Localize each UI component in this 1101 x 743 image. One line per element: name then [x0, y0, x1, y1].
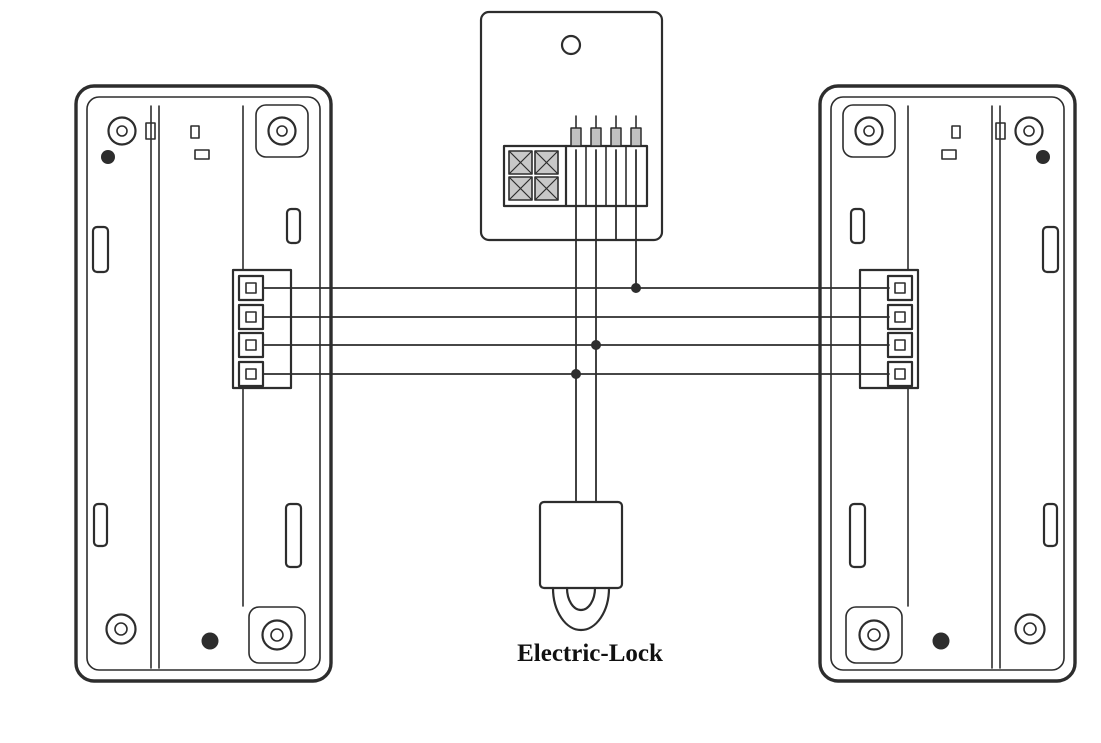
- mounting-hole: [1014, 613, 1046, 645]
- cable-clip: [91, 225, 110, 274]
- terminal-screw: [894, 368, 906, 380]
- terminal: [886, 303, 914, 331]
- mounting-hole: [267, 116, 297, 146]
- lock-shackle-outer: [551, 586, 611, 632]
- small-tab: [951, 125, 961, 139]
- hatch-line: [534, 150, 559, 175]
- junction-box-hole: [560, 34, 582, 56]
- cable-clip: [849, 207, 866, 245]
- terminal-block-frame: [858, 268, 920, 390]
- screw-dot: [1036, 150, 1050, 164]
- cable-clip: [848, 502, 867, 569]
- terminal: [237, 360, 265, 388]
- terminal-block-frame: [231, 268, 293, 390]
- terminal: [237, 331, 265, 359]
- junction-dot: [631, 283, 641, 293]
- wire-screw: [610, 127, 622, 147]
- left-unit-inner-frame: [86, 96, 321, 671]
- mounting-bracket: [842, 104, 896, 158]
- small-tab: [190, 125, 200, 139]
- mounting-hole-center: [116, 125, 128, 137]
- small-tab: [995, 122, 1006, 140]
- mounting-hole: [105, 613, 137, 645]
- wires: [262, 149, 890, 503]
- wire-screw: [570, 127, 582, 147]
- mounting-bracket: [845, 606, 903, 664]
- small-tab: [194, 149, 210, 160]
- electric-lock: Electric-Lock: [517, 500, 663, 667]
- hatch-line: [534, 176, 559, 201]
- mounting-bracket: [255, 104, 309, 158]
- wire-screw: [590, 127, 602, 147]
- mounting-hole-center: [1023, 622, 1037, 636]
- lock-shackle-inner: [565, 586, 597, 612]
- screw-dot: [201, 632, 219, 650]
- mounting-hole: [261, 619, 293, 651]
- mounting-bracket: [248, 606, 306, 664]
- cable-clip: [285, 207, 302, 245]
- cable-clip: [284, 502, 303, 569]
- cable-clip: [92, 502, 109, 548]
- mounting-hole: [858, 619, 890, 651]
- mounting-hole: [107, 116, 137, 146]
- terminal: [886, 360, 914, 388]
- cable-clip: [1041, 225, 1060, 274]
- cable-clip: [1042, 502, 1059, 548]
- terminal: [886, 274, 914, 302]
- mounting-hole: [1014, 116, 1044, 146]
- right-unit-inner-frame: [830, 96, 1065, 671]
- mounting-hole-center: [863, 125, 875, 137]
- small-tab: [145, 122, 156, 140]
- junction-terminal-strip: [502, 115, 649, 208]
- terminal: [237, 274, 265, 302]
- terminal-screw: [245, 368, 257, 380]
- screw-dot: [932, 632, 950, 650]
- small-tab: [941, 149, 957, 160]
- terminal-screw: [245, 311, 257, 323]
- junction-dot: [591, 340, 601, 350]
- junction-dot: [571, 369, 581, 379]
- mounting-hole-center: [270, 628, 284, 642]
- terminal-screw: [894, 311, 906, 323]
- right-unit-outer-frame: [818, 84, 1077, 683]
- lock-body: [538, 500, 624, 590]
- wire-screw: [630, 127, 642, 147]
- mounting-hole-center: [867, 628, 881, 642]
- terminal: [886, 331, 914, 359]
- mounting-hole-center: [1023, 125, 1035, 137]
- mounting-hole-center: [114, 622, 128, 636]
- left-unit-outer-frame: [74, 84, 333, 683]
- terminal-screw: [894, 339, 906, 351]
- hatch-line: [508, 150, 533, 175]
- mounting-hole: [854, 116, 884, 146]
- terminal-screw: [894, 282, 906, 294]
- left-door-station: [74, 84, 333, 683]
- right-door-station: [818, 84, 1077, 683]
- hatch-line: [508, 176, 533, 201]
- junction-box: [479, 10, 664, 242]
- terminal-screw: [245, 282, 257, 294]
- mounting-hole-center: [276, 125, 288, 137]
- terminal-screw: [245, 339, 257, 351]
- junction-box-frame: [479, 10, 664, 242]
- screw-dot: [101, 150, 115, 164]
- electric-lock-label: Electric-Lock: [517, 640, 663, 667]
- terminal: [237, 303, 265, 331]
